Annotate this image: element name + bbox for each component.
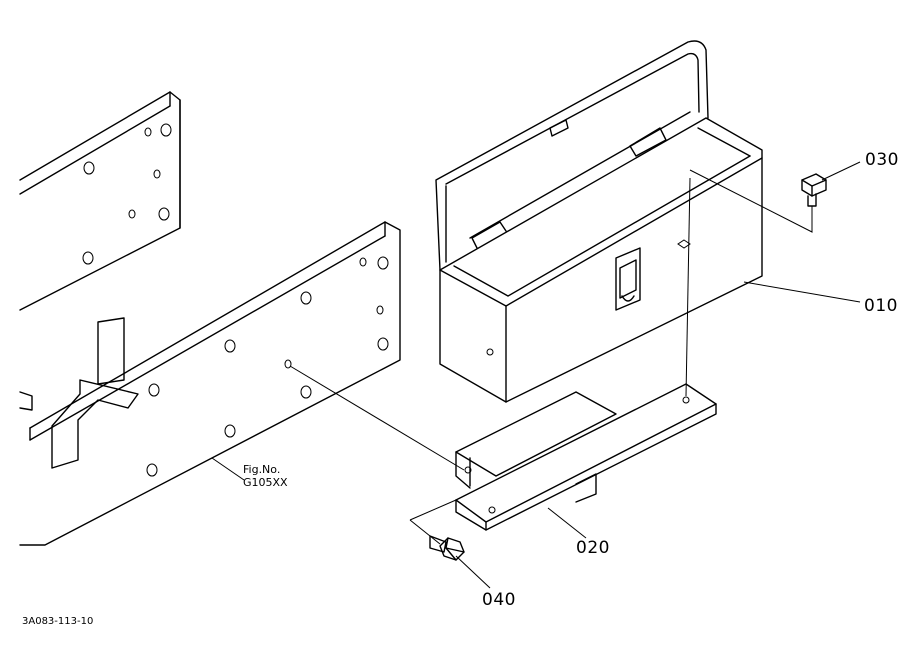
part-label-030: 030 (865, 150, 899, 170)
bracket-020 (455, 383, 717, 531)
lower-frame-rail (19, 221, 401, 546)
part-label-010: 010 (864, 296, 898, 316)
tool-box-010 (435, 40, 763, 403)
bolt-040 (429, 535, 465, 561)
drawing-code: 3A083-113-10 (22, 616, 94, 627)
figure-reference: Fig.No. G105XX (243, 463, 288, 489)
figure-reference-line1: Fig.No. (243, 463, 281, 476)
part-label-040: 040 (482, 590, 516, 610)
bolt-030 (801, 173, 827, 207)
upper-frame-rail (19, 91, 181, 311)
part-label-020: 020 (576, 538, 610, 558)
figure-reference-line2: G105XX (243, 475, 288, 489)
leader-lines (211, 161, 861, 589)
